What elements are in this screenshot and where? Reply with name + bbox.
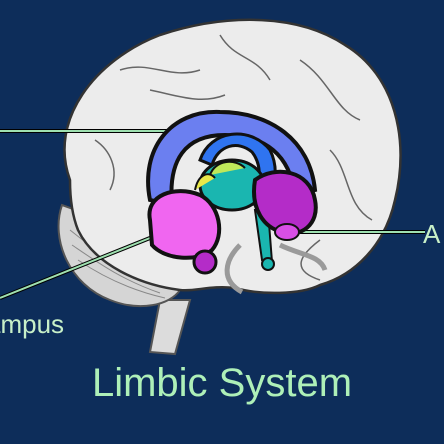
brainstem [148, 299, 192, 356]
cingulate-gyrus [146, 109, 318, 208]
amygdala [252, 169, 318, 236]
label-hippocampus: ampus [0, 309, 65, 339]
hippocampus [147, 189, 222, 260]
diagram-title: Limbic System [91, 361, 353, 405]
label-amygdala: A [423, 219, 441, 249]
